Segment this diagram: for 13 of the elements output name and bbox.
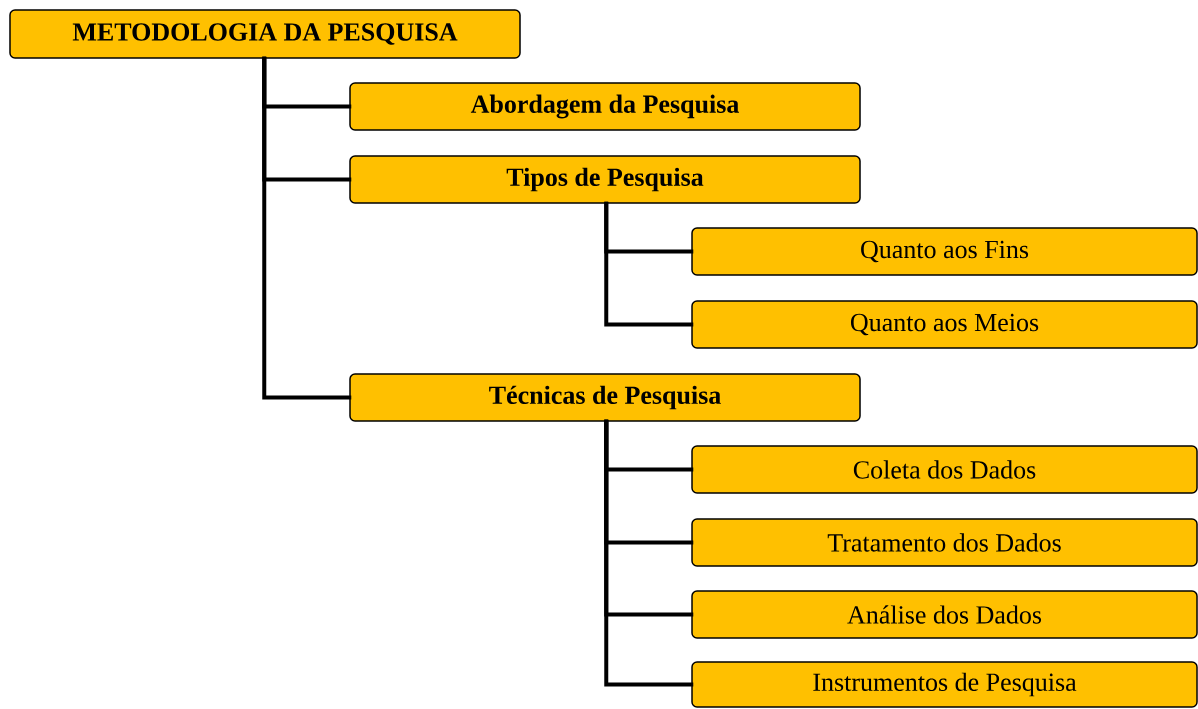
process-box: Análise dos Dados	[691, 590, 1198, 639]
process-box: METODOLOGIA DA PESQUISA	[9, 9, 521, 59]
process-box: Quanto aos Meios	[691, 300, 1198, 349]
process-box: Tipos de Pesquisa	[349, 155, 861, 204]
process-box: Abordagem da Pesquisa	[349, 82, 861, 131]
process-box: Quanto aos Fins	[691, 227, 1198, 276]
process-box: Instrumentos de Pesquisa	[691, 661, 1198, 708]
process-box: Técnicas de Pesquisa	[349, 373, 861, 422]
process-box: Coleta dos Dados	[691, 445, 1198, 494]
connector	[262, 56, 352, 400]
connector	[604, 419, 694, 687]
process-box: Tratamento dos Dados	[691, 518, 1198, 567]
connector	[604, 201, 694, 327]
